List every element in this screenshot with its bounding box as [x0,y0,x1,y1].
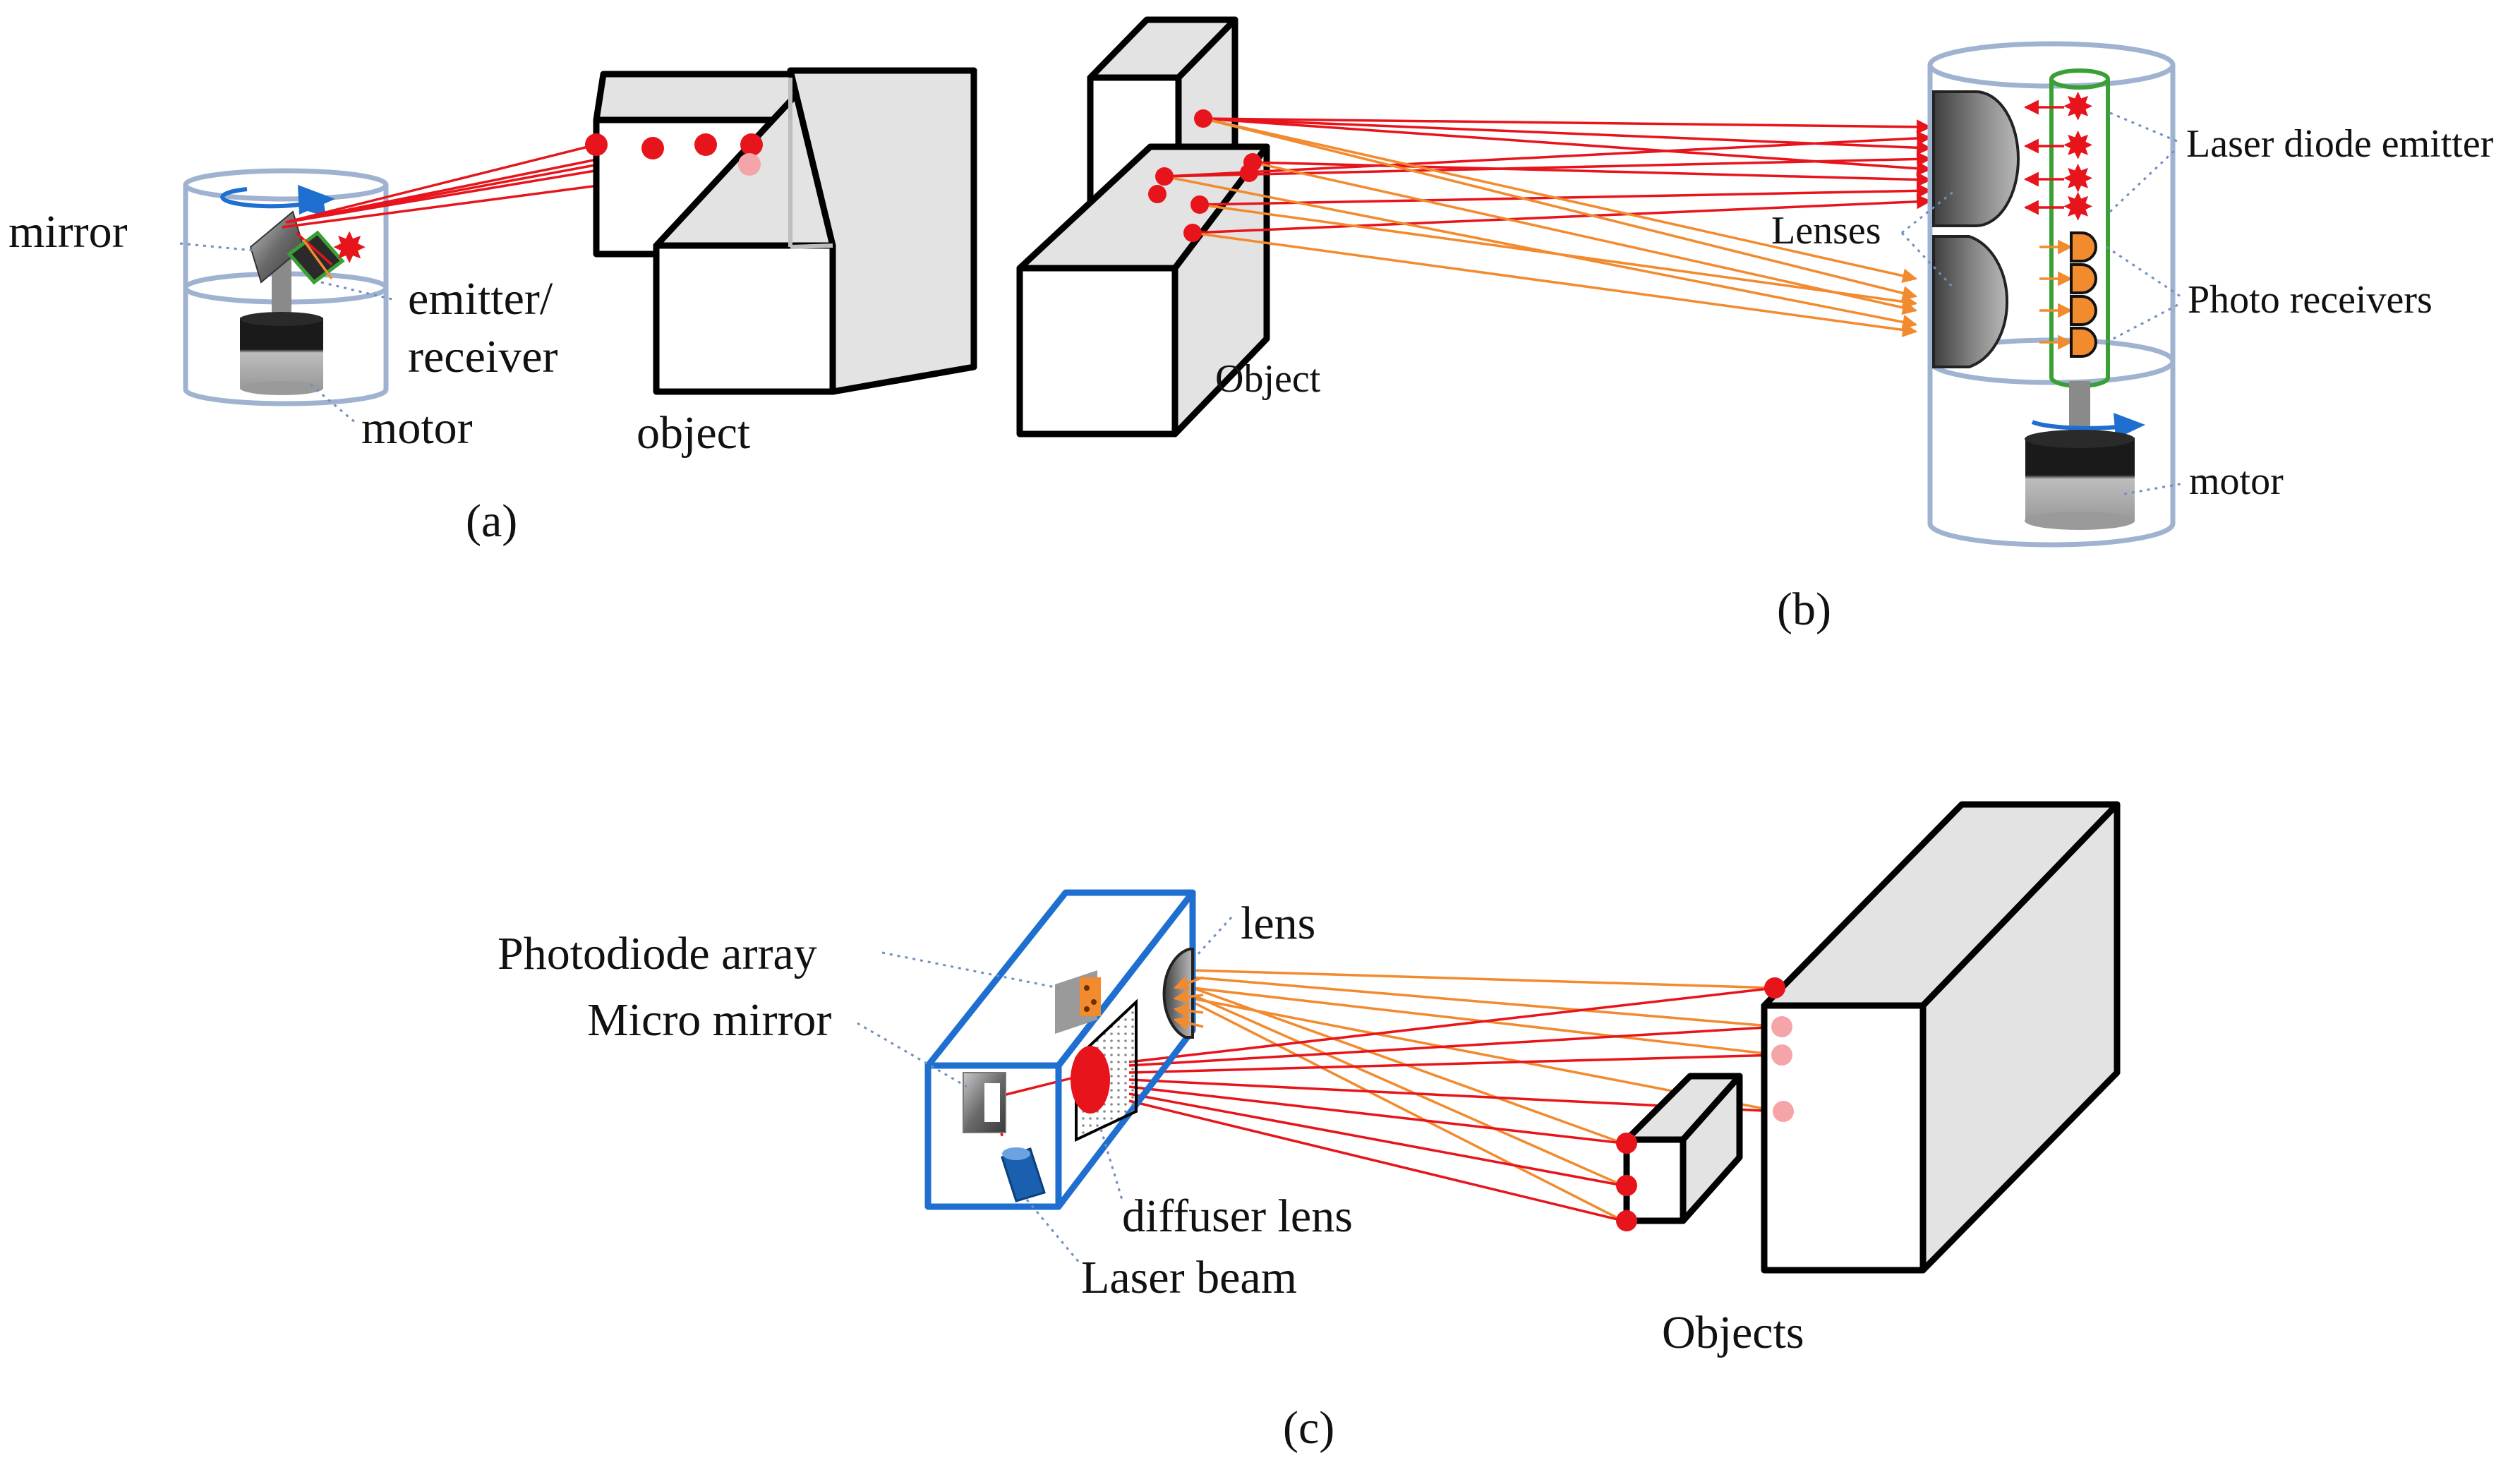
hit-points-a [585,133,763,176]
leader-motor-a [310,383,357,425]
emitter-lens-b [1932,90,2020,227]
label-laser-diode-emitter: Laser diode emitter [2186,122,2494,166]
leader-lenses-1 [1901,189,1955,234]
label-receiver: receiver [408,331,557,382]
photo-receiver-icon [2070,263,2097,294]
sensor-housing-c [924,889,1196,1210]
leader-laser-beam [1025,1199,1081,1264]
object-a [593,67,977,395]
motor-b [2025,430,2135,530]
motor-a [240,312,323,395]
laser-diode-icon: ✸ [2062,185,2094,229]
laser-burst-icon: ✸ [332,224,367,273]
leader-laser-diode-2 [2109,147,2178,213]
diffuser-lens-c [1071,999,1138,1142]
rotation-arrow-b-head-icon [2114,413,2145,439]
leader-motor-b [2123,482,2185,495]
photo-receiver-icon [2070,231,2097,263]
photodiode-array-c [1055,970,1101,1034]
panel-a: ✸ [8,67,977,547]
hit-points-b [1148,109,1262,242]
label-mirror: mirror [8,206,128,258]
label-motor-a: motor [361,402,473,454]
label-motor-b: motor [2189,459,2284,503]
caption-b: (b) [1777,584,1831,635]
label-objects: Objects [1662,1307,1804,1358]
diode-arrows-b [2023,99,2073,350]
caption-c: (c) [1283,1402,1334,1454]
laser-diodes-b: ✸ ✸ ✸ ✸ [2062,85,2094,229]
leader-photodiode [881,951,1059,989]
objects-c [1623,801,2121,1274]
label-laser-beam: Laser beam [1081,1252,1297,1303]
lens-arrows-c [1173,976,1204,1030]
panel-b: ✸ ✸ ✸ ✸ [1016,16,2494,635]
receiver-lens-b [1932,235,2009,368]
leader-photo-1 [2106,246,2181,298]
laser-diode-icon: ✸ [2062,85,2094,129]
laser-diode-icon: ✸ [2062,123,2094,168]
label-lenses: Lenses [1771,209,1881,253]
leader-mirror-a [179,242,255,252]
micro-mirror-c [963,1072,1006,1133]
leader-micro-mirror [857,1022,967,1088]
label-diffuser-lens: diffuser lens [1122,1190,1353,1242]
caption-a: (a) [466,495,517,547]
laser-source-c [1001,1147,1046,1202]
label-object-b: Object [1215,357,1321,401]
receiver-tube-b [2049,68,2110,388]
label-lens: lens [1241,898,1315,949]
leader-photo-2 [2106,302,2181,344]
leader-laser-diode [2109,111,2178,143]
label-object-a: object [637,407,750,459]
panel-c: Photodiode array Micro mirror lens diffu… [498,801,2121,1454]
hit-points-c [1616,977,1794,1231]
leader-emitter-a [320,281,396,301]
rotation-arrow-b-icon [2031,420,2125,430]
laser-diode-icon: ✸ [2062,157,2094,201]
label-emitter: emitter/ [408,273,553,325]
photo-receivers-b [2070,231,2097,358]
scan-rays-b [1164,117,1932,337]
photo-receiver-icon [2070,327,2097,358]
label-photodiode-array: Photodiode array [498,928,817,979]
leader-lens-c [1195,916,1233,958]
photo-receiver-icon [2070,295,2097,326]
leader-lenses-2 [1900,231,1956,291]
rotation-arrow-head-icon [298,185,335,215]
label-photo-receivers: Photo receivers [2188,278,2432,322]
label-micro-mirror: Micro mirror [587,994,831,1046]
